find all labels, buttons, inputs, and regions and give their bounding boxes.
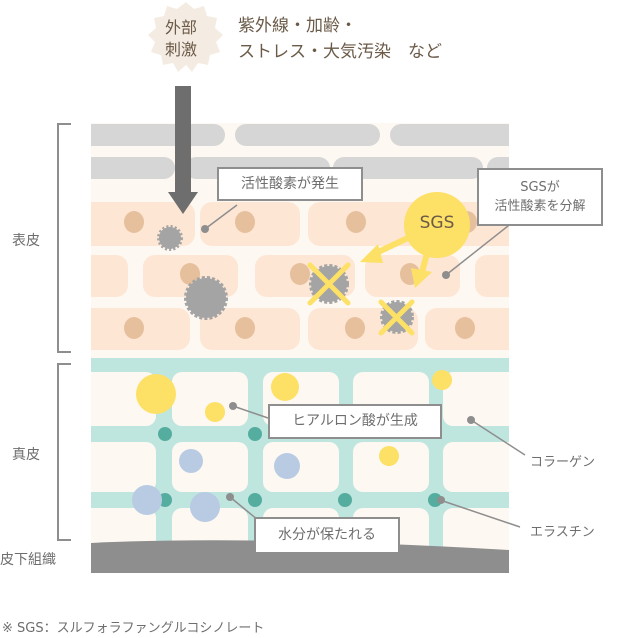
stimulus-description: 紫外線・加齢・ ストレス・大気汚染 など bbox=[238, 13, 442, 65]
label-subcutaneous: 皮下組織 bbox=[0, 552, 56, 568]
leader-dots bbox=[201, 225, 475, 504]
sgs-arrows bbox=[360, 192, 470, 288]
stimulus-line1: 紫外線・加齢・ bbox=[238, 16, 357, 36]
label-elastin: エラスチン bbox=[530, 525, 595, 540]
hyaluronic-acid bbox=[136, 370, 452, 466]
sgs-circle-label: SGS bbox=[419, 213, 455, 233]
badge-line1: 外部 bbox=[165, 18, 198, 37]
footnote: ※ SGS：スルフォラファングルコシノレート bbox=[2, 621, 265, 636]
leader-lines bbox=[204, 204, 526, 528]
callout-sgs-line2: 活性酸素を分解 bbox=[494, 199, 586, 214]
layer-brackets bbox=[57, 123, 71, 541]
neutralized-x-marks bbox=[307, 262, 415, 336]
stimulus-arrow bbox=[168, 86, 198, 214]
stimulus-badge-shape bbox=[148, 2, 223, 72]
label-epidermis: 表皮 bbox=[12, 233, 40, 249]
stimulus-line2: ストレス・大気汚染 など bbox=[238, 42, 442, 62]
callout-sgs: SGSが 活性酸素を分解 bbox=[477, 168, 603, 226]
stimulus-badge: 外部 刺激 bbox=[165, 17, 197, 61]
badge-line2: 刺激 bbox=[165, 40, 198, 59]
callout-sgs-line1: SGSが bbox=[520, 180, 560, 195]
subcutaneous-layer bbox=[91, 540, 509, 573]
callout-ros: 活性酸素が発生 bbox=[217, 167, 363, 201]
label-collagen: コラーゲン bbox=[530, 455, 596, 470]
callout-hyaluronic: ヒアルロン酸が生成 bbox=[268, 404, 442, 439]
water-molecules bbox=[132, 449, 300, 522]
callout-water: 水分が保たれる bbox=[254, 517, 400, 554]
label-dermis: 真皮 bbox=[12, 447, 40, 463]
